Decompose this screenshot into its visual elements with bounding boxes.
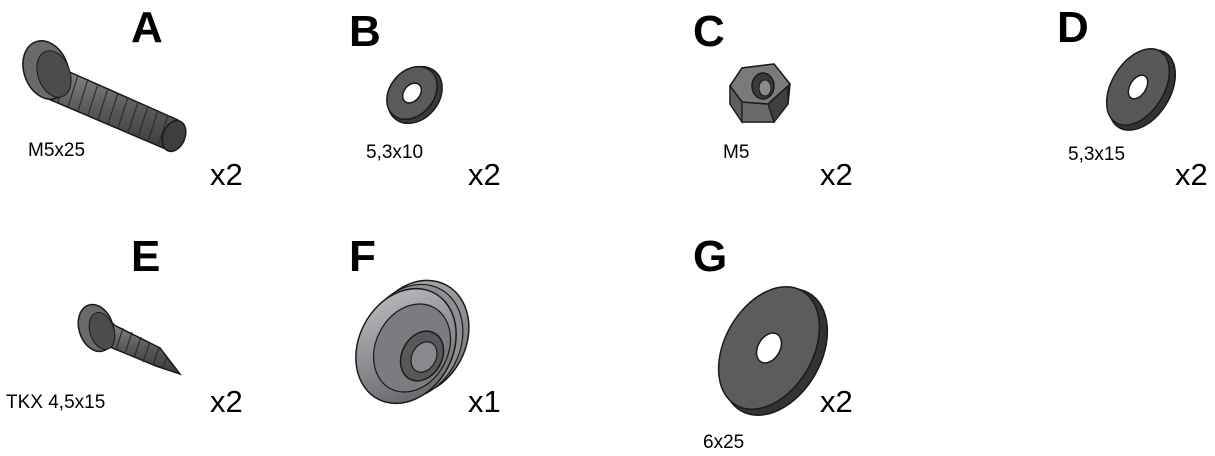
wheel-icon	[355, 279, 470, 405]
small-washer-icon	[386, 65, 443, 125]
washer-icon	[1105, 48, 1177, 131]
part-letter: D	[1057, 3, 1089, 52]
part-size: 6x25	[703, 432, 745, 453]
part-quantity: x2	[210, 157, 243, 192]
part-letter: E	[131, 232, 161, 281]
self-tapping-screw-icon	[77, 303, 183, 376]
pan-head-bolt-icon	[22, 40, 187, 153]
part-size: M5x25	[28, 140, 86, 161]
part-quantity: x2	[468, 157, 501, 192]
part-letter: C	[693, 7, 725, 56]
part-size: M5	[723, 142, 750, 163]
part-quantity: x2	[820, 157, 853, 192]
part-quantity: x2	[820, 384, 853, 419]
part-letter: F	[349, 232, 376, 281]
part-letter: G	[693, 232, 728, 281]
part-quantity: x1	[468, 384, 501, 419]
large-washer-icon	[717, 286, 829, 416]
hex-nut-icon	[729, 63, 792, 124]
part-quantity: x2	[210, 384, 243, 419]
part-size: TKX 4,5x15	[6, 392, 106, 413]
part-letter: A	[131, 3, 163, 52]
part-letter: B	[349, 7, 381, 56]
part-quantity: x2	[1175, 157, 1208, 192]
part-size: 5,3x15	[1068, 144, 1126, 165]
part-size: 5,3x10	[366, 142, 424, 163]
